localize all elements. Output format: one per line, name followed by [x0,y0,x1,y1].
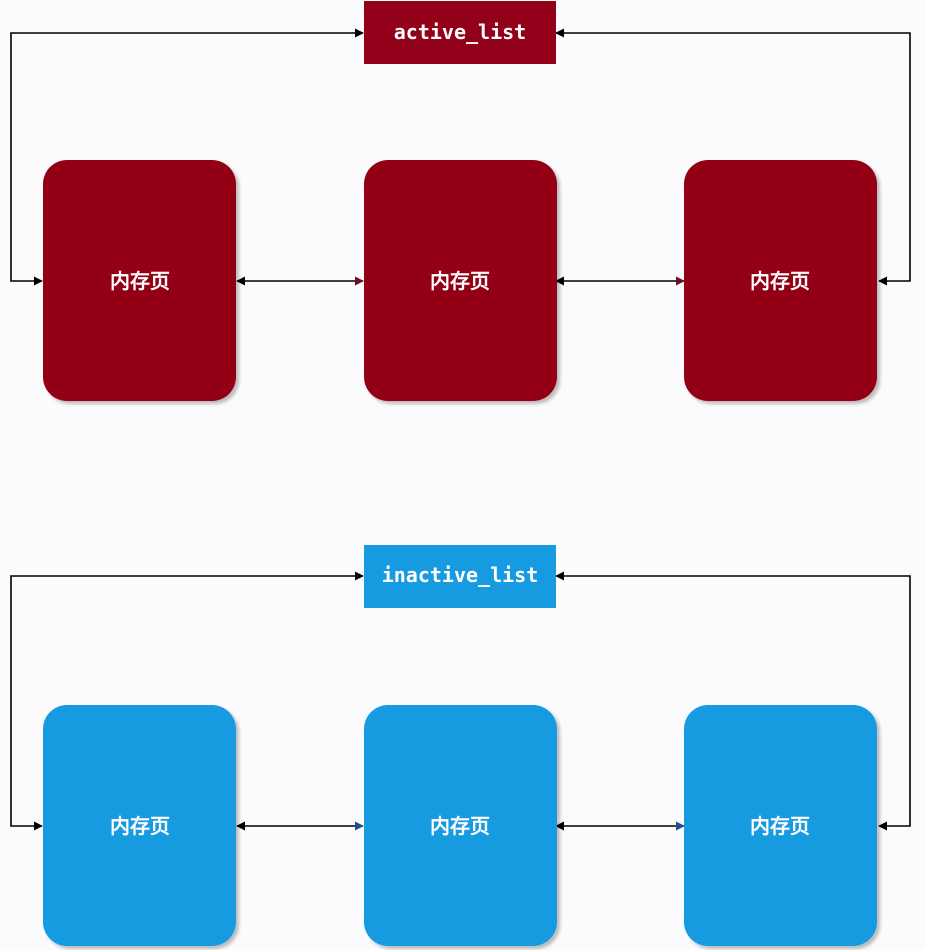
inactive-memory-page-label: 内存页 [430,814,490,838]
active-head-to-first-page-link [10,28,364,286]
active-memory-page-label: 内存页 [430,269,490,293]
active-memory-page [43,160,236,401]
active-memory-page-label: 内存页 [750,269,810,293]
inactive-memory-page [684,705,877,946]
inactive-memory-page-label: 内存页 [750,814,810,838]
inactive-list-head [364,545,556,608]
active-memory-page [364,160,557,401]
active-list-head-label: active_list [394,20,526,44]
active-list-head [364,1,556,64]
inactive-memory-page [364,705,557,946]
inactive-head-to-last-page-link [555,571,911,831]
inactive-list-head-label: inactive_list [382,563,539,587]
inactive-list-group: inactive_list 内存页 内存页 内存页 [10,545,911,946]
inactive-memory-page [43,705,236,946]
active-head-to-last-page-link [555,28,911,286]
active-memory-page-label: 内存页 [110,269,170,293]
active-list-group: active_list 内存页 内存页 内存页 [10,1,911,401]
active-memory-page [684,160,877,401]
inactive-head-to-first-page-link [10,571,364,831]
inactive-memory-page-label: 内存页 [110,814,170,838]
